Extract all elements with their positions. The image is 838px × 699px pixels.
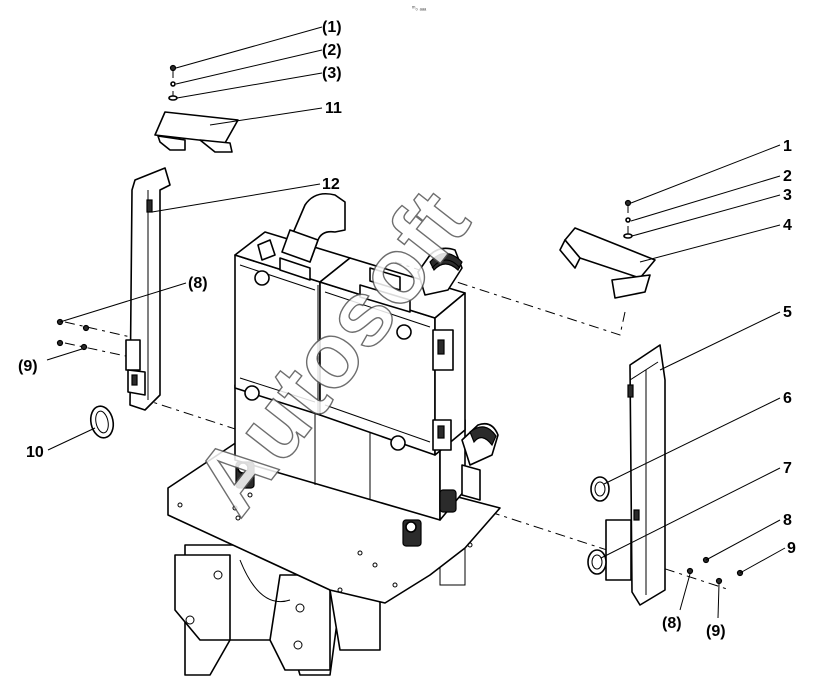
left-grommet — [89, 405, 115, 439]
assembly-line-right-cover — [394, 261, 626, 336]
callout-bottom-9: (9) — [706, 623, 726, 640]
left-bolt-lower — [56, 339, 64, 347]
callout-right-2: 2 — [783, 168, 792, 185]
left-side-panel — [56, 167, 171, 439]
assembly-line-left-bolt-lower — [64, 342, 136, 359]
left-nut-lower — [80, 343, 88, 351]
callout-top-2: (2) — [322, 42, 342, 59]
right-nut-lower — [686, 567, 694, 575]
right-grommet-lower — [587, 549, 607, 575]
callout-top-12: 12 — [322, 176, 340, 193]
callout-right-5: 5 — [783, 304, 792, 321]
radiator-assembly — [234, 231, 466, 547]
callout-right-9: 9 — [787, 540, 796, 557]
top-lockwasher — [170, 81, 176, 87]
callout-right-1: 1 — [783, 138, 792, 155]
corner-mark: ᵐ₀ ₐₐₐ — [412, 6, 427, 12]
callout-left-9: (9) — [18, 358, 38, 375]
callout-top-11: 11 — [325, 100, 342, 117]
right-side-panel — [587, 344, 744, 606]
top-cover-plate — [154, 64, 239, 153]
callout-right-4: 4 — [783, 217, 792, 234]
mount-rear-right — [439, 489, 457, 513]
right-bolt — [624, 199, 632, 207]
callout-left-10: 10 — [26, 444, 44, 461]
callout-left-8: (8) — [188, 275, 208, 292]
left-nut-upper — [82, 324, 90, 332]
top-bolt — [169, 64, 177, 72]
right-washer — [623, 233, 633, 239]
assembly-line-left-bolt-upper — [64, 321, 136, 339]
right-lockwasher — [625, 217, 631, 223]
right-grommet-upper — [590, 476, 610, 502]
leader-lines — [46, 26, 786, 619]
callout-top-3: (3) — [322, 65, 342, 82]
callout-right-8: 8 — [783, 512, 792, 529]
callout-bottom-8: (8) — [662, 615, 682, 632]
right-bolt-lower — [715, 577, 723, 585]
right-cover-plate — [559, 199, 656, 299]
callout-labels: (1) (2) (3) 11 12 1 2 3 4 5 6 7 8 9 (8) … — [18, 19, 796, 640]
callout-right-7: 7 — [783, 460, 792, 477]
hoses — [257, 192, 499, 501]
callout-right-6: 6 — [783, 390, 792, 407]
top-washer — [168, 95, 178, 101]
callout-right-3: 3 — [783, 187, 792, 204]
callout-top-1: (1) — [322, 19, 342, 36]
